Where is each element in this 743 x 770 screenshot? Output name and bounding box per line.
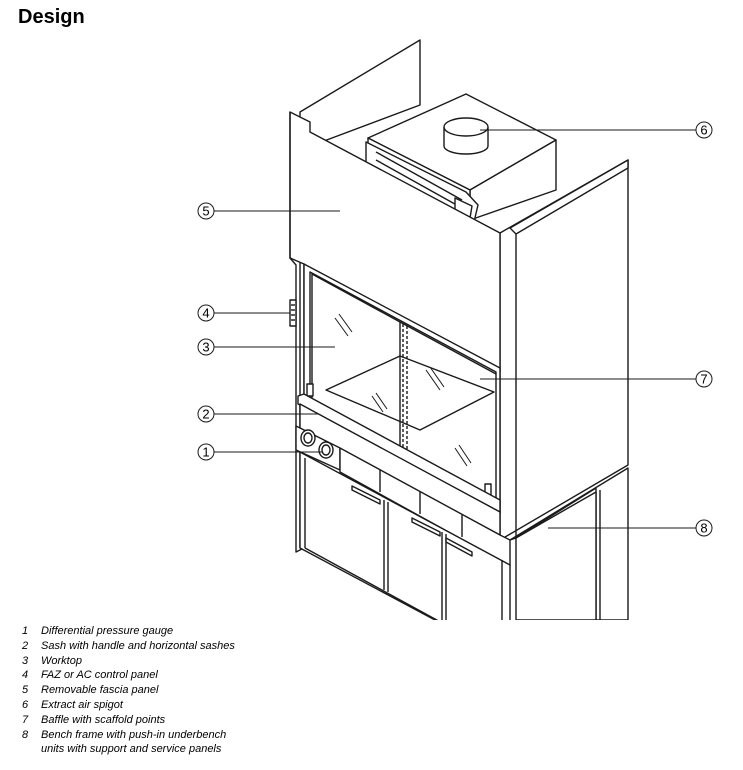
callout-2: 2 — [197, 405, 318, 423]
control-panel — [289, 299, 297, 327]
legend-text: Sash with handle and horizontal sashes — [41, 639, 235, 652]
underbench-units — [299, 451, 511, 620]
legend-item: 6 Extract air spigot — [22, 698, 235, 713]
callout-label-8: 8 — [700, 521, 707, 536]
callout-1: 1 — [197, 443, 322, 461]
legend-item: 7 Baffle with scaffold points — [22, 713, 235, 728]
legend-number: 6 — [22, 698, 29, 711]
legend-number: 7 — [22, 713, 29, 726]
legend-text: Removable fascia panel — [41, 684, 159, 697]
extract-air-spigot — [443, 117, 489, 155]
top-rail — [365, 141, 479, 223]
legend-number: 5 — [22, 684, 29, 697]
callout-8: 8 — [548, 519, 713, 537]
legend-text: Worktop — [41, 654, 82, 667]
legend: 1 Differential pressure gauge 2 Sash with … — [22, 624, 235, 757]
callout-label-2: 2 — [202, 407, 209, 422]
callout-label-6: 6 — [700, 123, 707, 138]
legend-number: 1 — [22, 625, 29, 637]
legend-text: Differential pressure gauge — [41, 625, 174, 637]
callout-label-5: 5 — [202, 204, 209, 219]
gauge-panel — [295, 425, 341, 471]
bench-frame — [509, 467, 629, 620]
right-side-panel — [499, 159, 629, 541]
legend-text: FAZ or AC control panel — [41, 669, 158, 682]
legend-number: 3 — [22, 654, 29, 667]
callout-7: 7 — [480, 370, 713, 388]
legend-text: Baffle with scaffold points — [41, 713, 166, 726]
legend-item: 2 Sash with handle and horizontal sashes — [22, 639, 235, 654]
callout-label-1: 1 — [202, 445, 209, 460]
callout-5: 5 — [197, 202, 340, 220]
legend-item: 5 Removable fascia panel — [22, 683, 235, 698]
legend-text: Bench frame with push-in underbench unit… — [41, 728, 227, 756]
legend-number: 4 — [22, 669, 29, 682]
worktop-front — [339, 447, 511, 567]
callout-4: 4 — [197, 304, 290, 322]
legend-number: 8 — [22, 728, 29, 741]
callout-label-7: 7 — [700, 372, 707, 387]
fume-cupboard-drawing: 6 5 4 3 7 2 1 8 — [197, 39, 713, 620]
legend-item: 4 FAZ or AC control panel — [22, 668, 235, 683]
callout-label-3: 3 — [202, 340, 209, 355]
legend-item: 8 Bench frame with push-in underbench uni… — [22, 728, 235, 758]
callout-label-4: 4 — [202, 306, 209, 321]
callout-6: 6 — [480, 121, 713, 139]
legend-text: Extract air spigot — [41, 698, 123, 711]
callout-3: 3 — [197, 338, 335, 356]
legend-item: 3 Worktop — [22, 654, 235, 669]
legend-number: 2 — [22, 639, 29, 652]
page-title: Design — [18, 6, 85, 28]
legend-item: 1 Differential pressure gauge — [22, 624, 235, 639]
